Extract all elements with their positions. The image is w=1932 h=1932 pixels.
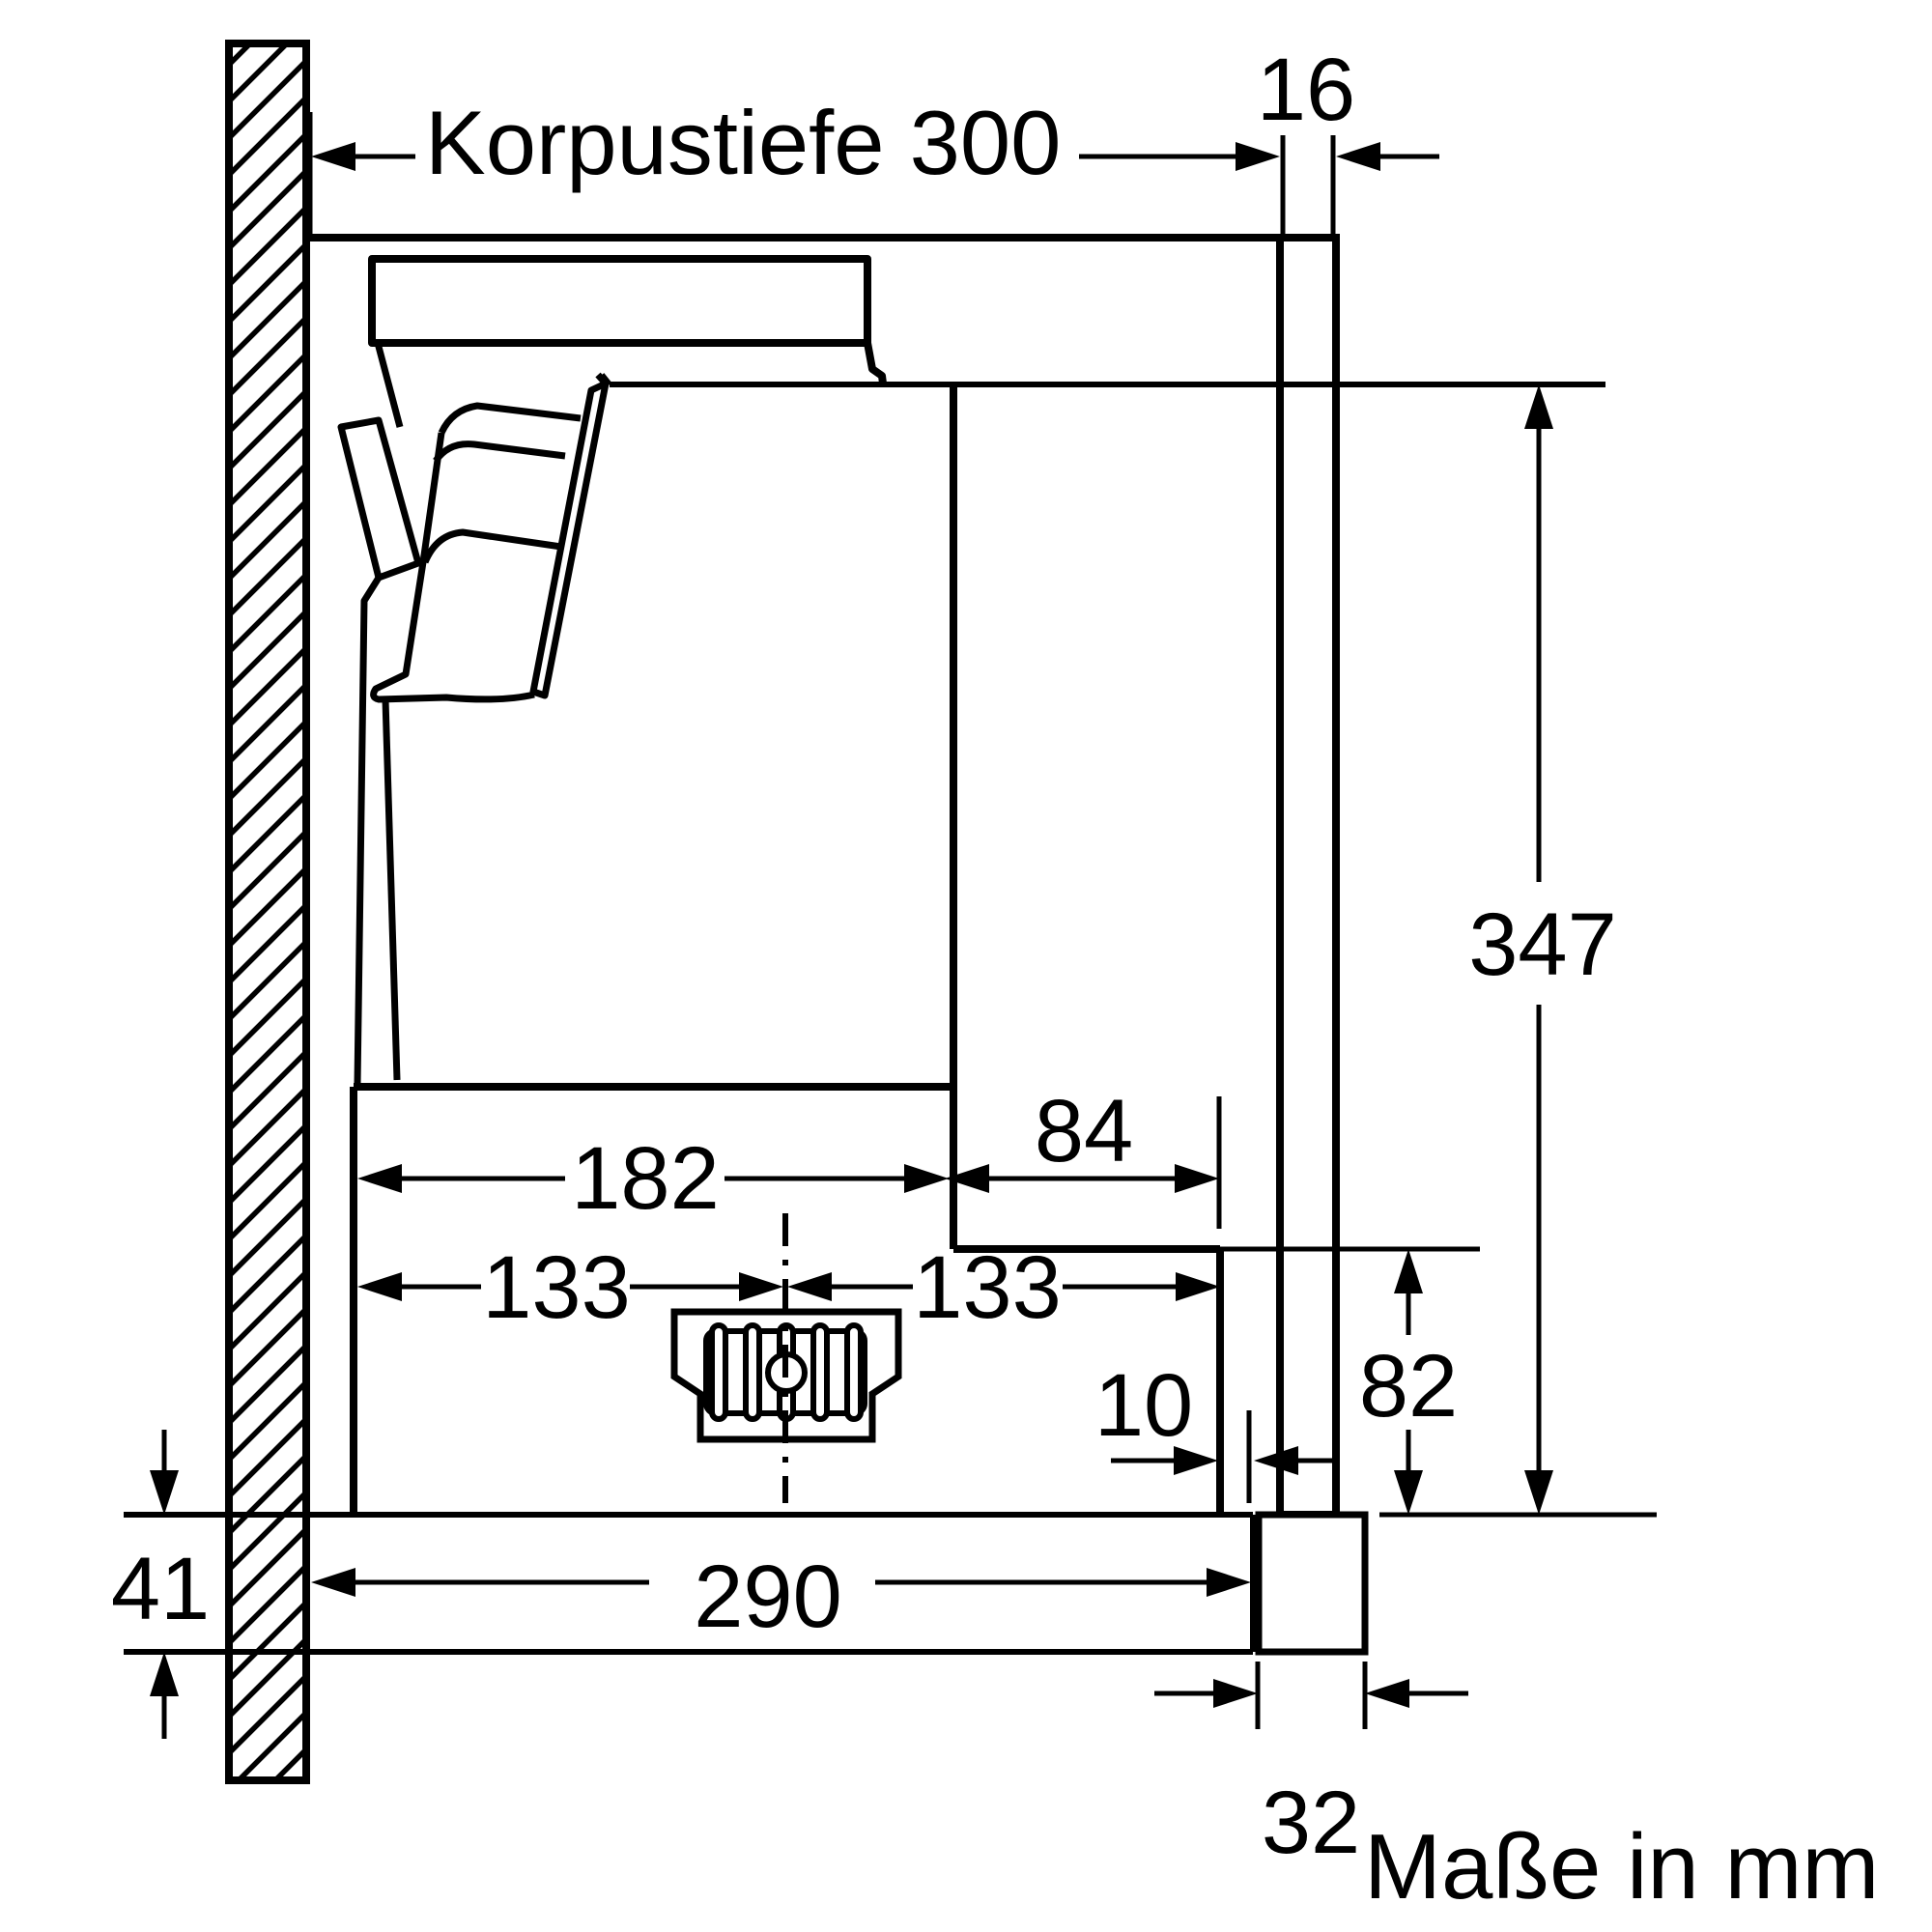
duct-rib-4 (810, 1322, 830, 1422)
arrow-133-center-left (739, 1272, 783, 1301)
ext-32 (1255, 1662, 1368, 1729)
filter-flap-3 (421, 528, 562, 564)
hood-body (350, 255, 1605, 1515)
dimension-lines (161, 112, 1657, 1739)
arrow-290-right (1207, 1568, 1251, 1597)
arrow-korpustiefe-left (311, 142, 355, 171)
arrow-10-left (1174, 1446, 1218, 1475)
label-cabinet-depth: Korpustiefe 300 (425, 92, 1061, 193)
wall-hatched-bar (225, 40, 310, 1784)
arrow-84-right (1175, 1164, 1219, 1193)
hood-canopy-box (368, 255, 871, 347)
pullout-front-line-2 (382, 698, 401, 1081)
ext-panel-16 (1280, 135, 1336, 234)
label-rail-32: 32 (1262, 1774, 1360, 1872)
arrow-82-bottom (1394, 1470, 1423, 1515)
pullout-front-line (354, 576, 382, 1085)
label-133-rear: 133 (913, 1238, 1062, 1337)
arrow-32-left (1213, 1679, 1258, 1708)
arrow-133-far-right (1176, 1272, 1220, 1301)
arrow-182-right (904, 1164, 949, 1193)
arrow-41-bottom (150, 1652, 179, 1696)
arrow-290-left (311, 1568, 355, 1597)
label-height-82: 82 (1359, 1337, 1458, 1435)
wall-section (225, 40, 310, 1784)
arrow-133-center-right (787, 1272, 832, 1301)
dimension-arrowheads (150, 142, 1553, 1708)
label-depth-182: 182 (571, 1129, 720, 1228)
duct-adapter (670, 1213, 902, 1503)
rear-small-flap (337, 416, 422, 582)
flap-hinge-link (374, 342, 404, 428)
label-depth-290: 290 (694, 1548, 842, 1646)
arrow-16-right (1336, 142, 1380, 171)
arrow-korpustiefe-right (1236, 142, 1280, 171)
filter-flap-1 (438, 402, 582, 435)
hood-step-bracket (864, 342, 887, 384)
label-step-84: 84 (1035, 1082, 1133, 1180)
label-panel-16: 16 (1257, 41, 1355, 139)
label-board-41: 41 (111, 1540, 210, 1638)
arrow-32-right (1365, 1679, 1409, 1708)
arrow-82-top (1394, 1249, 1423, 1293)
pullout-rear-panel (529, 380, 610, 699)
arrow-347-top (1524, 384, 1553, 429)
flap-fan-left-edge-and-lip (370, 432, 535, 703)
duct-rib-1 (709, 1322, 728, 1422)
arrow-133-far-left (357, 1272, 402, 1301)
filter-flap-2 (433, 440, 566, 464)
base-rail-block-32mm (1255, 1511, 1369, 1656)
arrow-41-top (150, 1470, 179, 1515)
cabinet-side-panel-16mm (1276, 234, 1340, 1519)
units-note: Maße in mm (1364, 1815, 1879, 1918)
pullout-rear-panel-tick (595, 372, 609, 386)
label-gap-10: 10 (1094, 1356, 1193, 1455)
arrow-347-bottom (1524, 1470, 1553, 1515)
arrow-10-right (1254, 1446, 1298, 1475)
label-height-347: 347 (1468, 895, 1617, 994)
arrow-84-left (945, 1164, 989, 1193)
dimension-texts: Korpustiefe 300 16 347 182 84 133 133 10… (111, 41, 1880, 1918)
duct-rib-2 (743, 1322, 762, 1422)
label-133-front: 133 (482, 1238, 631, 1337)
cabinet-structure (124, 234, 1369, 1656)
duct-rib-5 (844, 1322, 864, 1422)
hood-pullout-filter-flaps (337, 342, 610, 1085)
arrow-182-left (357, 1164, 402, 1193)
